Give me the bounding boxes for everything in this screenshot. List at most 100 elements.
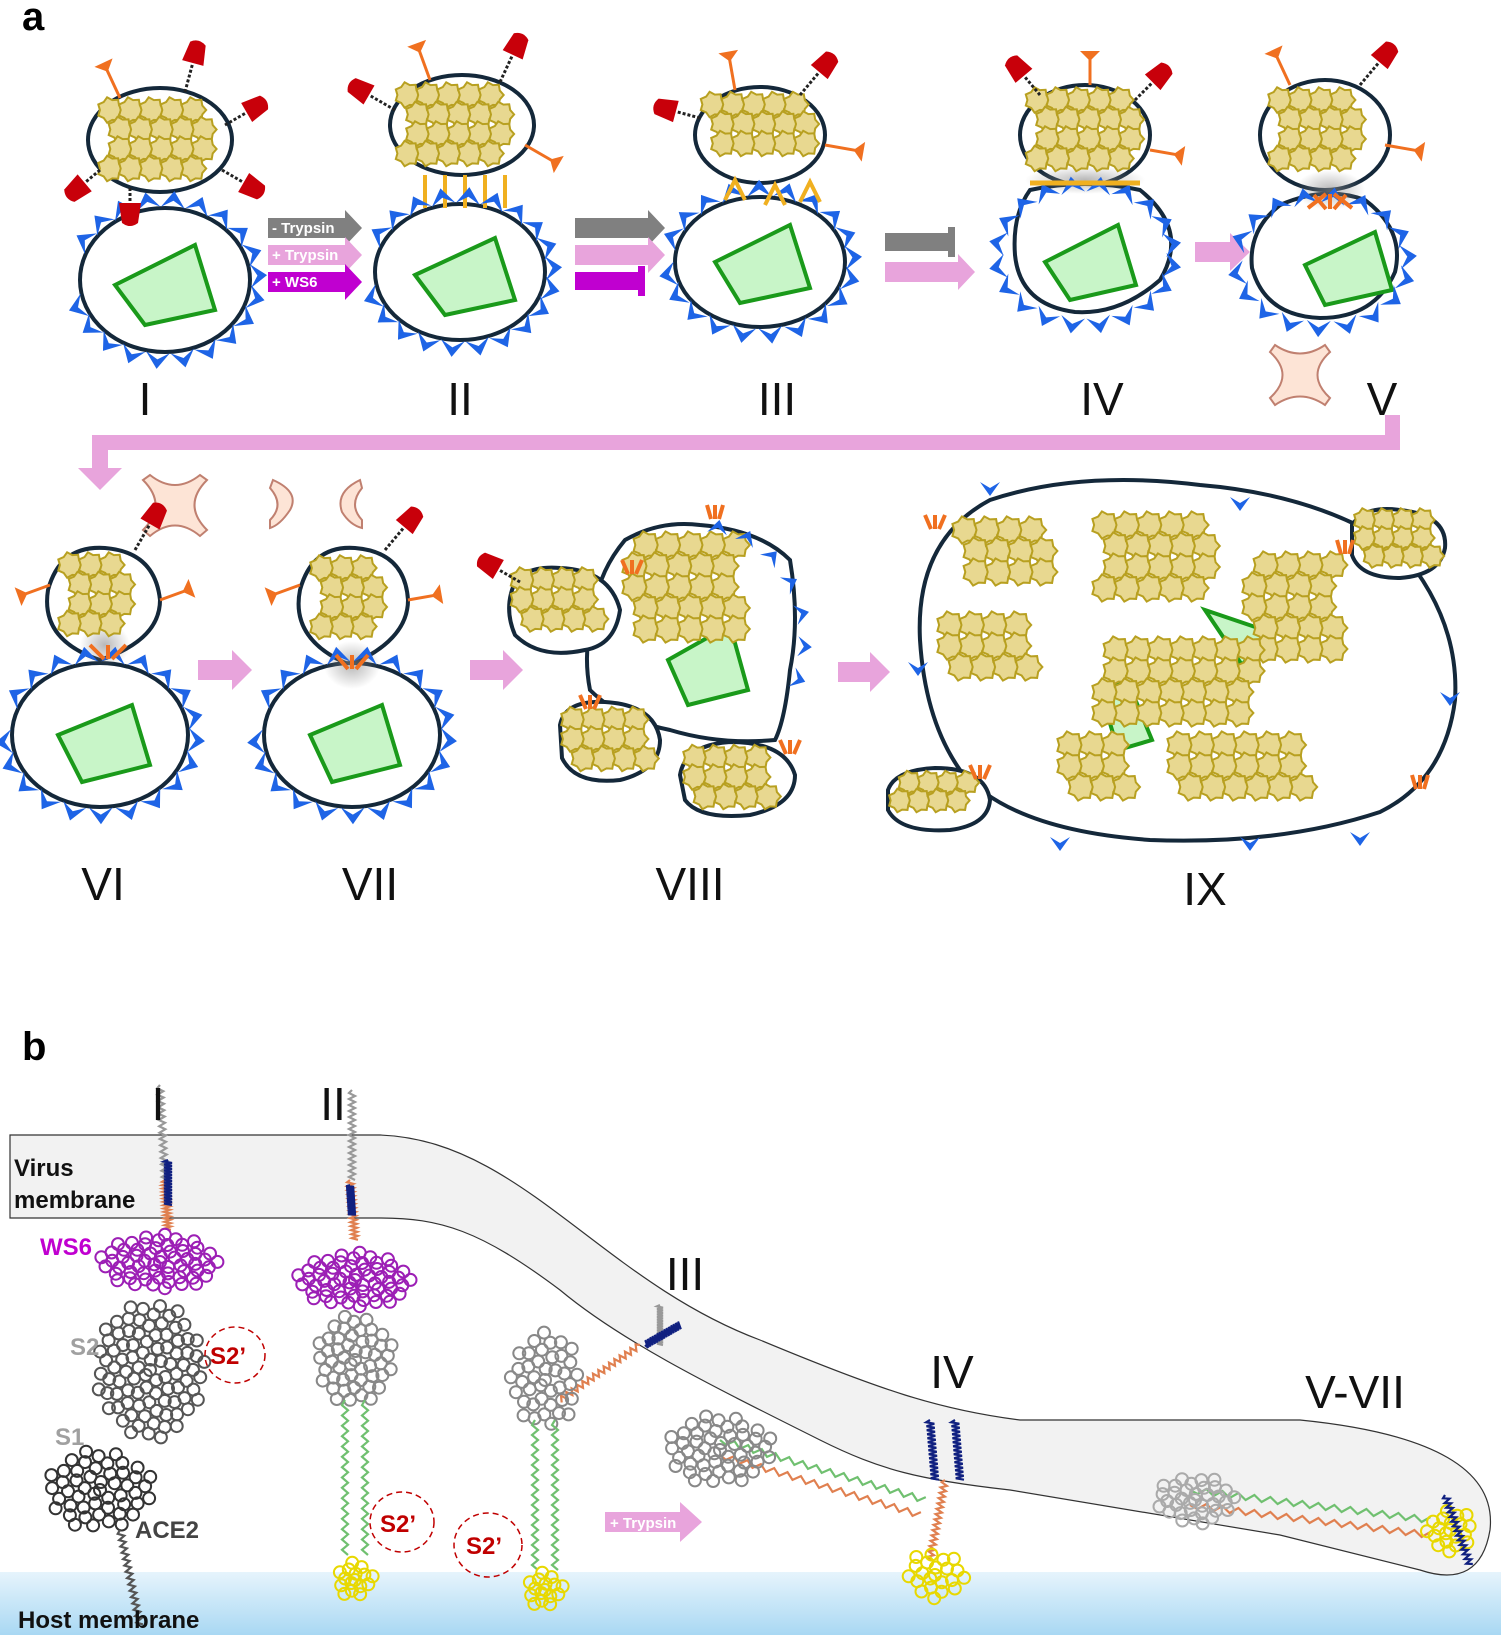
spike-protein-icon bbox=[1384, 141, 1426, 162]
receptor-icon bbox=[797, 636, 812, 657]
protein-domain bbox=[325, 1266, 340, 1281]
spike-protein-icon bbox=[159, 578, 196, 602]
stage-label-v: V bbox=[1367, 373, 1398, 425]
receptor-icon bbox=[88, 807, 113, 825]
protein-domain bbox=[139, 1230, 154, 1245]
linker-icon bbox=[723, 175, 747, 201]
fusion-spike-icon bbox=[705, 504, 725, 520]
nucleocapsid-blob bbox=[734, 782, 762, 811]
protein-domain bbox=[375, 1327, 390, 1342]
protein-domain bbox=[129, 1248, 144, 1263]
receptor-icon bbox=[758, 325, 783, 344]
s2-prime-label-1: S2’ bbox=[210, 1343, 246, 1370]
receptor-icon bbox=[989, 232, 1008, 256]
protein-domain bbox=[924, 1547, 939, 1562]
protein-domain bbox=[940, 1561, 954, 1576]
protein-domain bbox=[543, 1597, 558, 1612]
receptor-icon bbox=[1240, 837, 1260, 851]
protein-domain bbox=[901, 1569, 916, 1584]
helix-segment bbox=[925, 1479, 950, 1562]
receptor-icon bbox=[1358, 301, 1379, 323]
protein-domain bbox=[101, 1500, 115, 1515]
spike-protein-icon bbox=[653, 98, 701, 123]
spike-protein-icon bbox=[119, 188, 141, 226]
protein-domain bbox=[517, 1394, 531, 1409]
nucleocapsid-blob bbox=[992, 652, 1022, 682]
helix-segment bbox=[155, 1084, 171, 1181]
nucleocapsid-blob bbox=[109, 590, 137, 618]
protein-domain bbox=[128, 1470, 143, 1485]
receptor-icon bbox=[207, 209, 228, 231]
nucleocapsid-blob bbox=[1014, 652, 1044, 682]
nucleocapsid-blob bbox=[612, 744, 640, 773]
receptor-icon bbox=[528, 295, 549, 317]
nucleocapsid-blob bbox=[1267, 144, 1295, 173]
protein-domain bbox=[189, 1276, 204, 1291]
protein-domain bbox=[332, 1565, 347, 1580]
protein-domain bbox=[168, 1320, 183, 1335]
nucleocapsid-blob bbox=[1024, 144, 1052, 173]
nucleocapsid-blob bbox=[570, 744, 598, 773]
b-stage-label-v-vii: V-VII bbox=[1305, 1366, 1405, 1418]
protein-domain bbox=[763, 1431, 778, 1446]
helix-segment bbox=[559, 1343, 641, 1403]
receptor-icon bbox=[170, 348, 194, 368]
s2-prime-label-2: S2’ bbox=[380, 1511, 416, 1538]
protein-domain bbox=[157, 1393, 172, 1408]
receptor-icon bbox=[292, 788, 313, 810]
receptor-icon bbox=[254, 751, 275, 774]
virus-membrane-label-line2: membrane bbox=[14, 1187, 135, 1214]
protein-domain bbox=[119, 1364, 134, 1379]
nucleocapsid-blob bbox=[772, 129, 800, 158]
nucleocapsid-blob bbox=[190, 135, 218, 163]
protein-domain bbox=[946, 1551, 961, 1566]
spike-protein-icon bbox=[718, 49, 739, 91]
protein-domain bbox=[111, 1400, 126, 1415]
protein-domain bbox=[353, 1373, 368, 1388]
nucleocapsid-blob bbox=[456, 139, 485, 168]
protein-domain bbox=[380, 1252, 395, 1267]
receptor-icon bbox=[722, 183, 746, 204]
protein-domain bbox=[1227, 1490, 1242, 1505]
spike-protein-icon bbox=[1264, 45, 1292, 86]
stage-label-i: I bbox=[139, 373, 152, 425]
receptor-icon bbox=[1086, 314, 1111, 334]
protein-domain bbox=[171, 1333, 185, 1348]
nucleocapsid-blob bbox=[1158, 573, 1188, 603]
protein-domain bbox=[1442, 1544, 1457, 1559]
protein-domain bbox=[382, 1294, 397, 1309]
nucleocapsid-blob bbox=[1007, 557, 1037, 587]
protein-domain bbox=[153, 1354, 168, 1369]
protein-domain bbox=[1218, 1483, 1233, 1498]
protein-domain bbox=[190, 1392, 205, 1407]
protein-domain bbox=[728, 1411, 743, 1426]
nucleocapsid-blob bbox=[540, 605, 569, 633]
receptor-icon bbox=[788, 667, 806, 687]
protein-domain bbox=[748, 1431, 763, 1446]
protein-domain bbox=[108, 1266, 123, 1281]
protein-domain bbox=[131, 1326, 146, 1341]
protein-domain bbox=[99, 1353, 114, 1368]
protein-domain bbox=[111, 1237, 125, 1252]
nucleocapsid-blob bbox=[969, 652, 999, 682]
protein-domain bbox=[354, 1388, 369, 1403]
nucleocapsid-blob bbox=[1113, 698, 1143, 728]
spike-protein-icon bbox=[264, 583, 301, 607]
protein-domain bbox=[736, 1427, 750, 1442]
receptor-icon bbox=[784, 316, 806, 337]
receptor-icon bbox=[0, 729, 13, 754]
protein-domain bbox=[543, 1397, 558, 1412]
nucleocapsid-blob bbox=[1319, 634, 1349, 664]
protein-domain bbox=[174, 1277, 189, 1291]
receptor-icon bbox=[678, 212, 700, 232]
protein-domain bbox=[526, 1397, 541, 1412]
protein-domain bbox=[337, 1309, 352, 1324]
protein-domain bbox=[149, 1373, 164, 1388]
receptor-icon bbox=[94, 215, 115, 236]
protein-domain bbox=[544, 1416, 559, 1431]
receptor-icon bbox=[1239, 280, 1260, 302]
protein-domain bbox=[1439, 1534, 1454, 1549]
nucleocapsid-blob bbox=[1091, 698, 1121, 728]
protein-domain bbox=[934, 1575, 949, 1590]
receptor-icon bbox=[1017, 291, 1038, 312]
